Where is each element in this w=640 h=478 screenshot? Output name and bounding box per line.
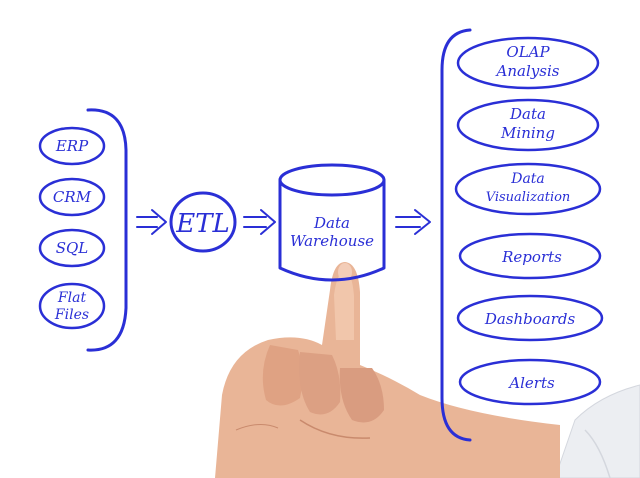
sources-bracket [86,108,128,352]
etl-node: ETL [169,191,237,253]
pointing-hand [215,262,640,478]
source-flat-files-label-1: Flat [57,290,87,306]
source-flat-files: Flat Files [38,282,106,330]
output-olap-label-2: Analysis [495,62,560,80]
output-dashboards: Dashboards [456,294,604,342]
output-data-visualization: Data Visualization [454,162,602,216]
output-data-mining: Data Mining [456,98,600,152]
output-dashboards-label: Dashboards [484,310,576,328]
output-alerts-label: Alerts [507,374,555,392]
output-reports: Reports [458,232,602,280]
source-crm-label: CRM [53,188,92,206]
source-sql: SQL [38,228,106,268]
double-arrow-right-icon [395,209,431,235]
warehouse-label-2: Warehouse [290,232,374,250]
output-visualization-label-1: Data [510,171,545,187]
output-olap-label-1: OLAP [506,43,550,61]
output-reports-label: Reports [501,248,562,266]
output-olap-analysis: OLAP Analysis [456,36,600,90]
data-warehouse-cylinder: Data Warehouse [278,163,386,282]
source-erp-label: ERP [55,137,89,155]
output-mining-label-2: Mining [500,124,555,142]
source-flat-files-label-2: Files [54,307,89,323]
outputs-bracket [440,28,472,442]
output-mining-label-1: Data [509,105,546,123]
source-sql-label: SQL [56,239,89,257]
output-visualization-label-2: Visualization [486,190,571,205]
double-arrow-right-icon [243,209,276,235]
source-crm: CRM [38,177,106,217]
etl-label: ETL [175,209,230,239]
source-erp: ERP [38,126,106,166]
double-arrow-right-icon [136,209,167,235]
output-alerts: Alerts [458,358,602,406]
warehouse-label-1: Data [313,214,350,232]
